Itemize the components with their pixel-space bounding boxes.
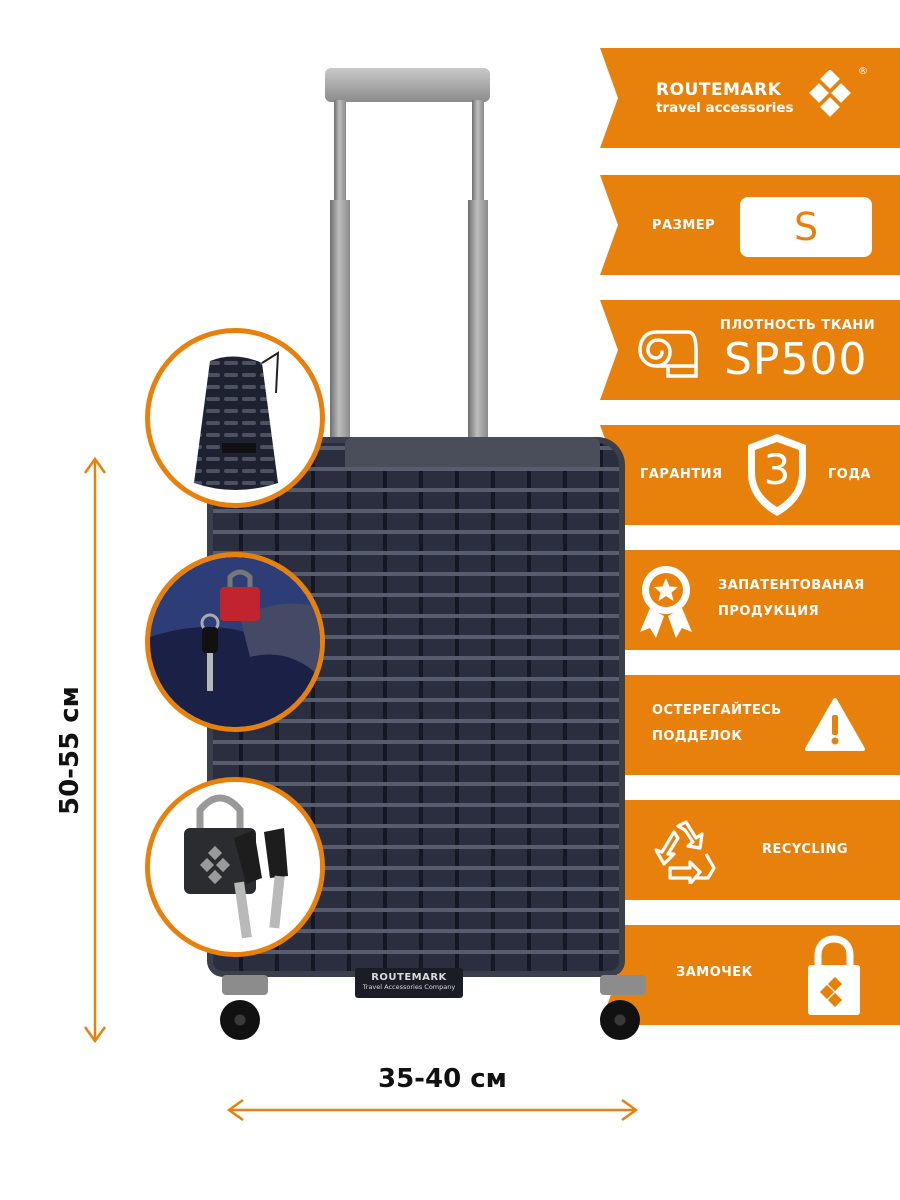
fakes-banner: ОСТЕРЕГАЙТЕСЬ ПОДДЕЛОК [600, 675, 900, 775]
recycling-label: RECYCLING [762, 842, 849, 857]
padlock-icon [808, 935, 860, 1015]
lock-label: ЗАМОЧЕК [676, 965, 753, 980]
density-banner: ПЛОТНОСТЬ ТКАНИ SP500 [600, 300, 900, 400]
density-label: ПЛОТНОСТЬ ТКАНИ [720, 318, 876, 333]
wheel-right [600, 1000, 640, 1040]
case-label-name: ROUTEMARK [371, 972, 447, 983]
warning-icon [805, 698, 865, 751]
warranty-banner: ГАРАНТИЯ 3 ГОДА [600, 425, 900, 525]
height-dimension: 50-55 см [55, 686, 85, 815]
warranty-label-left: ГАРАНТИЯ [640, 467, 723, 482]
storage-bag-image [194, 351, 280, 490]
density-value: SP500 [724, 334, 868, 385]
case-label-tagline: Travel Accessories Company [362, 983, 456, 991]
detail-storage-bag [145, 328, 325, 508]
height-arrow [83, 456, 107, 1044]
lock-banner: ЗАМОЧЕК [600, 925, 900, 1025]
recycle-icon [654, 820, 716, 884]
brand-tagline: travel accessories [656, 100, 794, 116]
width-dimension: 35-40 см [378, 1064, 507, 1094]
patent-line1: ЗАПАТЕНТОВАНАЯ [718, 578, 865, 593]
patent-banner: ЗАПАТЕНТОВАНАЯ ПРОДУКЦИЯ [600, 550, 900, 650]
patent-line2: ПРОДУКЦИЯ [718, 604, 820, 619]
detail-padlock-keys [145, 777, 325, 957]
padlock-keys-image [150, 782, 320, 952]
wheel-left [220, 1000, 260, 1040]
suitcase-top-edge [345, 437, 600, 467]
brand-diamond-icon [809, 70, 851, 117]
fabric-roll-icon [638, 330, 698, 378]
warranty-value: 3 [763, 445, 791, 494]
size-banner: РАЗМЕР S [600, 175, 900, 275]
width-arrow [226, 1098, 639, 1122]
size-label: РАЗМЕР [652, 218, 716, 233]
warranty-label-right: ГОДА [828, 467, 871, 482]
lock-on-cover-image [150, 557, 320, 727]
registered-mark: ® [858, 66, 868, 77]
size-value: S [740, 197, 872, 257]
brand-logo-banner: ROUTEMARK travel accessories ® [600, 48, 900, 148]
award-medal-icon [640, 566, 692, 638]
case-brand-label: ROUTEMARK Travel Accessories Company [355, 968, 463, 998]
fakes-line1: ОСТЕРЕГАЙТЕСЬ [652, 703, 782, 718]
handle-grip [325, 68, 490, 102]
detail-lock-on-cover [145, 552, 325, 732]
brand-name: ROUTEMARK [656, 80, 782, 100]
fakes-line2: ПОДДЕЛОК [652, 729, 743, 744]
shield-icon [748, 434, 806, 516]
recycling-banner: RECYCLING [600, 800, 900, 900]
